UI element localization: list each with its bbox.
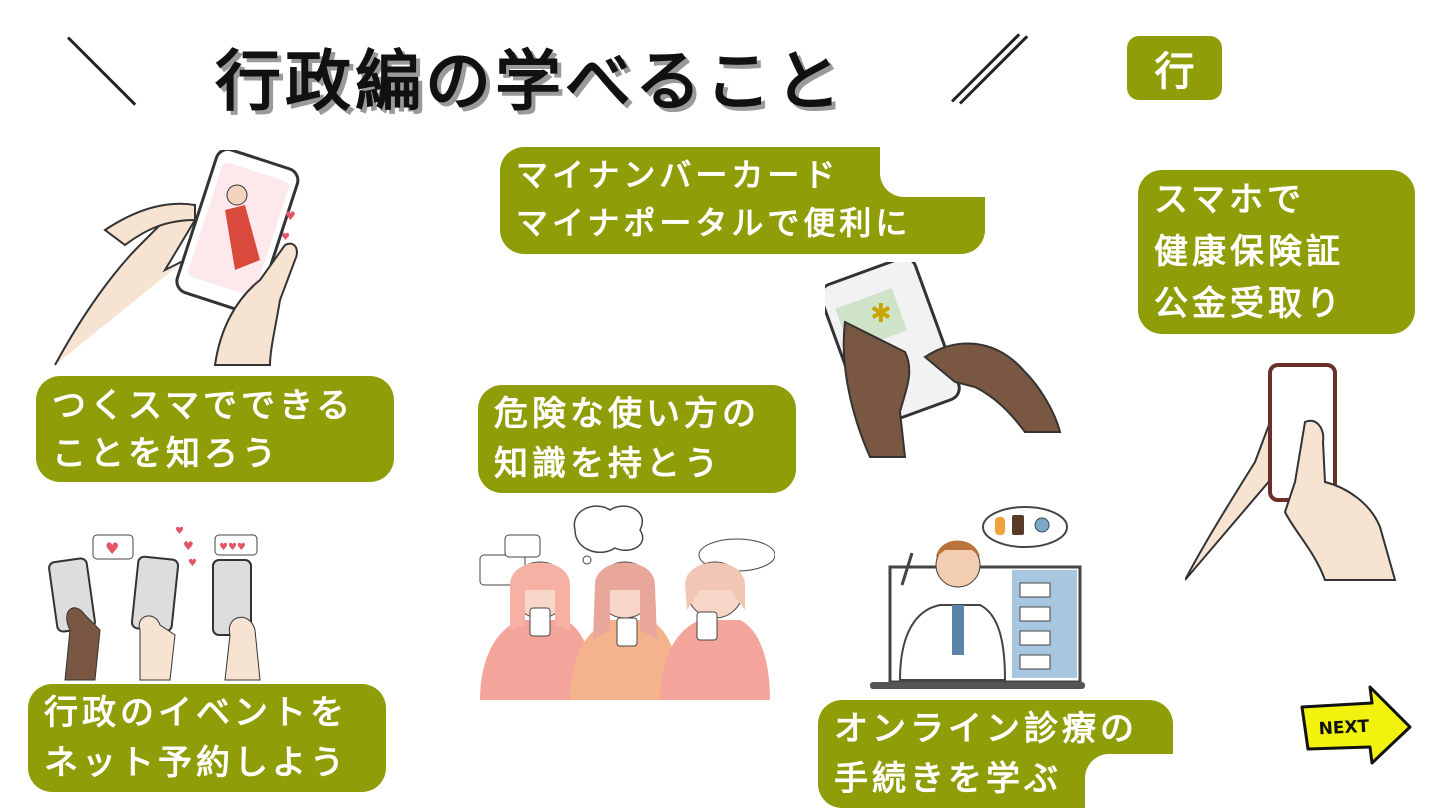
next-label: NEXT xyxy=(1318,717,1370,740)
card-event-line2: ネット予約しよう xyxy=(44,743,348,783)
svg-text:♥: ♥ xyxy=(281,232,290,243)
title-deco-right-2 xyxy=(958,35,1029,105)
svg-text:✱: ✱ xyxy=(870,299,892,329)
svg-text:♥: ♥ xyxy=(285,209,296,223)
card-danger: 危険な使い方の 知識を持とう xyxy=(478,385,796,493)
card-smartphone-line1: スマホで xyxy=(1154,180,1305,220)
card-mynumber: マイナンバーカード マイナポータルで便利に xyxy=(500,147,985,254)
card-event-line1: 行政のイベントを xyxy=(44,693,348,733)
card-smartphone-line2: 健康保険証 xyxy=(1154,232,1344,272)
card-tsukusuma: つくスマでできる ことを知ろう xyxy=(36,376,394,482)
doctor-laptop-illustration xyxy=(870,506,1085,689)
dark-hands-phone-illustration: ✱ xyxy=(825,262,1062,458)
card-smartphone-line3: 公金受取り xyxy=(1154,284,1344,324)
svg-text:♥: ♥ xyxy=(188,558,197,569)
category-chip: 行 xyxy=(1127,36,1222,100)
hands-phones-hearts-illustration: ♥ ♥ ♥ ♥ ♥♥♥ xyxy=(48,526,261,681)
title-deco-left xyxy=(66,36,137,106)
svg-text:♥: ♥ xyxy=(175,526,184,537)
card-mynumber-notch xyxy=(880,147,985,197)
page-title: 行政編の学べること xyxy=(215,43,845,120)
hand-holding-phone-illustration xyxy=(1185,363,1397,581)
card-tsukusuma-line2: ことを知ろう xyxy=(52,434,280,474)
card-smartphone: スマホで 健康保険証 公金受取り xyxy=(1138,170,1415,334)
three-people-phones-illustration xyxy=(479,505,775,700)
card-online-line1: オンライン診療の xyxy=(834,709,1138,749)
card-mynumber-line1: マイナンバーカード xyxy=(516,156,840,194)
card-online-notch xyxy=(1085,754,1173,808)
card-tsukusuma-line1: つくスマでできる xyxy=(52,386,355,426)
next-arrow-button[interactable]: NEXT xyxy=(1300,685,1412,765)
card-event: 行政のイベントを ネット予約しよう xyxy=(28,684,386,792)
card-online-line2: 手続きを学ぶ xyxy=(834,759,1062,799)
svg-text:♥: ♥ xyxy=(105,539,119,558)
card-danger-line2: 知識を持とう xyxy=(494,444,722,484)
svg-text:♥♥♥: ♥♥♥ xyxy=(219,542,246,553)
svg-text:♥: ♥ xyxy=(183,539,194,553)
hands-phone-illustration: ♥ ♥ xyxy=(54,150,300,366)
card-mynumber-line2: マイナポータルで便利に xyxy=(516,204,912,242)
card-danger-line1: 危険な使い方の xyxy=(494,394,760,434)
title-deco-right xyxy=(950,33,1021,103)
